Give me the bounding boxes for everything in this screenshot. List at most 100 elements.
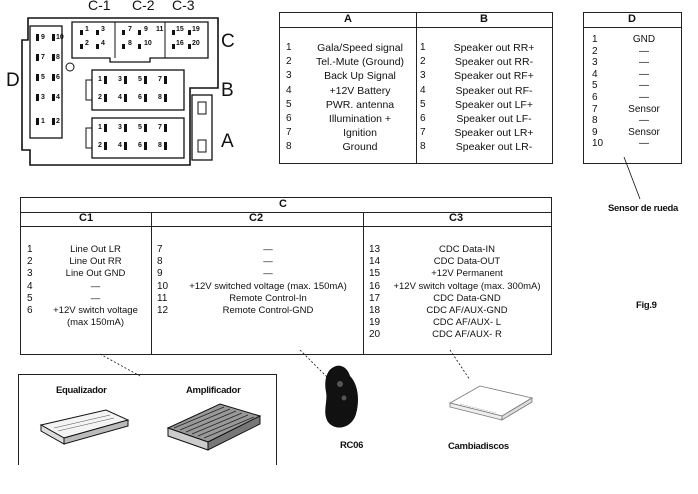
table-a-header-cell [280, 13, 417, 28]
table-c3-num: 18 [369, 305, 381, 316]
connector-outline [21, 17, 219, 166]
b-pin-7: 7 [158, 76, 162, 83]
c-pin-1: 1 [85, 26, 89, 33]
table-c3-num: 19 [369, 317, 381, 329]
table-a-value: Illumination + [328, 113, 392, 125]
table-c1-value: Line Out GND [65, 268, 126, 280]
sensor-leader-line [623, 156, 641, 200]
table-d-num: 9 [592, 126, 598, 138]
table-c1-num: 2 [27, 256, 33, 268]
table-b-header-cell [416, 13, 552, 28]
d-pin-2: 2 [56, 118, 60, 125]
table-c2-num: 7 [157, 244, 163, 255]
a-pin-8: 8 [158, 142, 162, 149]
table-a-num: 2 [286, 56, 292, 68]
b-pin-2: 2 [98, 94, 102, 101]
table-d-value: — [639, 80, 649, 92]
table-d-value: Sensor [628, 126, 660, 138]
a-pin-2: 2 [98, 142, 102, 149]
table-a-value: PWR. antenna [325, 98, 395, 111]
d-pin-8: 8 [56, 54, 60, 61]
devices-box [18, 374, 277, 465]
table-a-value: Gala/Speed signal [317, 42, 403, 54]
connector-diagram: C-1 C-2 C-3 C B A D 1 3 7 9 11 15 19 2 4… [0, 0, 250, 175]
table-d-num: 6 [592, 92, 598, 103]
table-b-value: Speaker out RF+ [454, 70, 534, 83]
table-b-num: 1 [420, 42, 426, 53]
table-c2-value: Remote Control-GND [222, 305, 314, 316]
table-d-num: 5 [592, 80, 598, 92]
table-d-num: 2 [592, 45, 598, 57]
figure-label: Fig.9 [636, 300, 657, 311]
a-pin-3: 3 [118, 124, 122, 131]
d-pin-9: 9 [41, 34, 45, 41]
table-c1-value: +12V switch voltage [53, 305, 138, 316]
table-d-value: — [639, 45, 649, 57]
table-a-value: Tel.-Mute (Ground) [315, 56, 405, 69]
table-c1-header: C1 [79, 212, 94, 224]
table-c3-num: 13 [369, 244, 381, 255]
table-c1-value: Line Out LR [70, 244, 121, 255]
table-a-num: 7 [286, 127, 292, 139]
b-pin-5: 5 [138, 76, 142, 83]
table-d-num: 7 [592, 103, 598, 115]
d-pin-6: 6 [56, 74, 60, 81]
table-c-divider-2 [363, 212, 364, 354]
label-c2: C-2 [132, 0, 155, 13]
table-c1-value: (max 150mA) [66, 317, 124, 329]
c-pin-20: 20 [192, 40, 200, 47]
amplifier-icon [166, 403, 262, 451]
table-a-value: Back Up Signal [324, 70, 396, 83]
d-pin-1: 1 [41, 118, 45, 125]
table-c1-value: Line Out RR [69, 256, 122, 268]
table-c2-num: 9 [157, 268, 163, 280]
table-c2-value: — [263, 268, 273, 280]
table-c2-value: Remote Control-In [229, 292, 307, 304]
table-b-value: Speaker out RF- [455, 84, 533, 97]
d-pin-4: 4 [56, 94, 60, 101]
table-d-value: — [639, 115, 649, 127]
b-pin-3: 3 [118, 76, 122, 83]
table-d-value: Sensor [628, 103, 660, 115]
table-c2-header: C2 [249, 212, 264, 224]
table-c2-num: 10 [157, 280, 169, 292]
table-c3-header: C3 [449, 212, 464, 224]
c-pin-15: 15 [176, 26, 184, 33]
d-pin-10: 10 [56, 34, 64, 41]
remote-label: RC06 [340, 440, 364, 451]
table-b-num: 7 [420, 127, 426, 139]
table-c-header: C [279, 198, 287, 210]
c-pin-10: 10 [144, 40, 152, 47]
table-a-num: 1 [286, 42, 292, 53]
a-pin-7: 7 [158, 124, 162, 131]
b-pin-6: 6 [138, 94, 142, 101]
c-pin-9: 9 [144, 26, 148, 33]
b-pin-4: 4 [118, 94, 122, 101]
table-b-value: Speaker out LF+ [455, 98, 533, 111]
d-pin-5: 5 [41, 74, 45, 81]
table-c2-value: +12V switched voltage (max. 150mA) [189, 280, 347, 292]
table-c2-num: 11 [157, 292, 168, 304]
table-b-value: Speaker out RR+ [453, 42, 535, 54]
label-c3: C-3 [172, 0, 195, 13]
table-c1-num: 4 [27, 280, 33, 292]
equalizer-icon [39, 409, 130, 445]
table-a-value: Ignition [343, 127, 377, 140]
cd-changer-icon [448, 385, 534, 421]
c-pin-11: 11 [156, 26, 164, 33]
table-c1-value: — [90, 292, 101, 304]
equalizer-label: Equalizador [56, 385, 107, 396]
table-b-num: 6 [420, 113, 426, 124]
c-pin-16: 16 [176, 40, 184, 47]
table-c3-value: +12V switch voltage (max. 300mA) [393, 280, 541, 292]
table-b-num: 4 [420, 84, 426, 96]
table-a-value: Ground [342, 141, 378, 154]
table-c3-value: CDC Data-GND [433, 292, 501, 304]
c-pin-19: 19 [192, 26, 200, 33]
table-c-header-cell [21, 198, 551, 213]
table-c3-num: 20 [369, 329, 381, 341]
table-c1-num: 1 [27, 244, 33, 255]
c-pin-7: 7 [128, 26, 132, 33]
